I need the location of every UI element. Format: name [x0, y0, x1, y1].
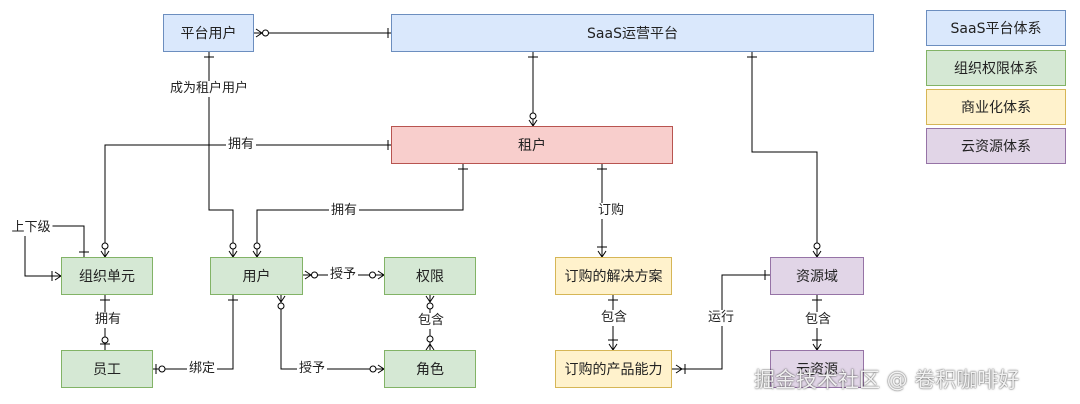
mark-org-many-b — [104, 250, 110, 258]
label-tenant-owns-org: 拥有 — [225, 137, 257, 153]
mark-org-zero — [101, 242, 109, 250]
mark-ur-many-d — [377, 368, 385, 374]
label-capability-runs-on: 运行 — [705, 310, 737, 326]
mark-up-many-b — [304, 274, 312, 280]
mark-ur-many-c — [377, 364, 385, 370]
mark-ur-many-b — [280, 295, 286, 303]
mark-pr-many-c — [425, 343, 431, 351]
mark-dr-many-b — [816, 343, 822, 351]
mark-domain-many-a — [812, 250, 818, 258]
mark-up-many-c — [377, 270, 385, 276]
label-user-grant-permission: 授予 — [327, 267, 359, 283]
legend-org: 组织权限体系 — [926, 50, 1066, 86]
mark-tp-many-b — [601, 250, 607, 258]
node-subscription-plan[interactable]: 订购的解决方案 — [555, 257, 672, 295]
label-become-tenant-user: 成为租户用户 — [167, 81, 251, 97]
legend-cloud: 云资源体系 — [926, 128, 1066, 164]
mark-pr-zero-b — [426, 335, 434, 343]
label-employee-bind-user: 绑定 — [186, 361, 218, 377]
mark-pr-many-d — [429, 343, 435, 351]
mark-up-many-d — [377, 274, 385, 280]
label-tenant-owns-user: 拥有 — [328, 203, 360, 219]
label-hierarchy: 上下级 — [9, 220, 53, 236]
mark-user-zero-a — [229, 242, 237, 250]
node-resource-domain[interactable]: 资源域 — [770, 257, 864, 295]
node-platform-user[interactable]: 平台用户 — [163, 14, 254, 52]
edge-saas-domain — [751, 52, 818, 257]
mark-user-many-a1 — [228, 250, 234, 258]
legend-saas: SaaS平台体系 — [926, 10, 1066, 46]
mark-pu-many-b — [255, 32, 263, 38]
mark-user-many-b2 — [256, 250, 262, 258]
node-role[interactable]: 角色 — [384, 350, 476, 388]
node-cloud-resource[interactable]: 云资源 — [770, 350, 864, 388]
label-org-has-employee: 拥有 — [92, 312, 124, 328]
edge-platformuser-user — [208, 52, 234, 257]
mark-pc-many-a — [608, 343, 614, 351]
label-user-grant-role: 授予 — [296, 361, 328, 377]
mark-hier-many-b — [54, 275, 62, 281]
edge-user-role — [280, 295, 384, 370]
mark-ur-zero — [277, 302, 285, 310]
label-permission-includes-role: 包含 — [415, 313, 447, 329]
node-product-capability[interactable]: 订购的产品能力 — [555, 350, 672, 388]
mark-up-zero-p — [369, 271, 376, 279]
label-tenant-subscribes: 订购 — [595, 203, 627, 219]
watermark: 掘金技术社区 @ 卷积咖啡好 — [754, 368, 1020, 392]
node-permission[interactable]: 权限 — [384, 257, 476, 295]
edge-tenant-user — [256, 164, 464, 257]
mark-user-many-a2 — [232, 250, 238, 258]
mark-dr-many-a — [812, 343, 818, 351]
mark-domain-zero — [813, 242, 821, 250]
node-org-unit[interactable]: 组织单元 — [61, 257, 153, 295]
mark-org-many-a — [100, 250, 106, 258]
mark-pr-zero-a — [426, 302, 434, 310]
mark-pr-many-b — [429, 295, 435, 303]
mark-ur-zero-r — [369, 365, 377, 373]
mark-user-zero-b — [253, 242, 261, 250]
mark-tenant-many-b — [532, 119, 538, 127]
edge-tenant-org — [104, 144, 391, 257]
mark-pu-zero — [262, 29, 269, 37]
node-saas-platform[interactable]: SaaS运营平台 — [391, 14, 874, 52]
mark-eu-zero — [158, 365, 166, 373]
mark-pu-many-a — [255, 28, 263, 34]
mark-pr-many-a — [425, 295, 431, 303]
legend-commerce: 商业化体系 — [926, 89, 1066, 125]
mark-tenant-zero — [529, 112, 537, 120]
mark-hier-many-a — [54, 271, 62, 277]
mark-domain-many-b — [816, 250, 822, 258]
mark-up-many-a — [304, 270, 312, 276]
node-user[interactable]: 用户 — [210, 257, 303, 295]
mark-emp-zero — [101, 336, 109, 344]
mark-cd-many-b — [675, 368, 683, 374]
mark-user-many-b1 — [252, 250, 258, 258]
mark-up-zero-u — [311, 271, 318, 279]
node-employee[interactable]: 员工 — [61, 350, 153, 388]
edge-employee-user — [153, 295, 234, 370]
mark-tp-many-a — [597, 250, 603, 258]
label-domain-includes-resource: 包含 — [802, 312, 834, 328]
mark-tenant-many-a — [528, 119, 534, 127]
label-plan-includes-capability: 包含 — [598, 310, 630, 326]
node-tenant[interactable]: 租户 — [391, 126, 673, 164]
mark-ur-many-a — [276, 295, 282, 303]
mark-cd-many-a — [675, 364, 683, 370]
mark-pc-many-b — [612, 343, 618, 351]
